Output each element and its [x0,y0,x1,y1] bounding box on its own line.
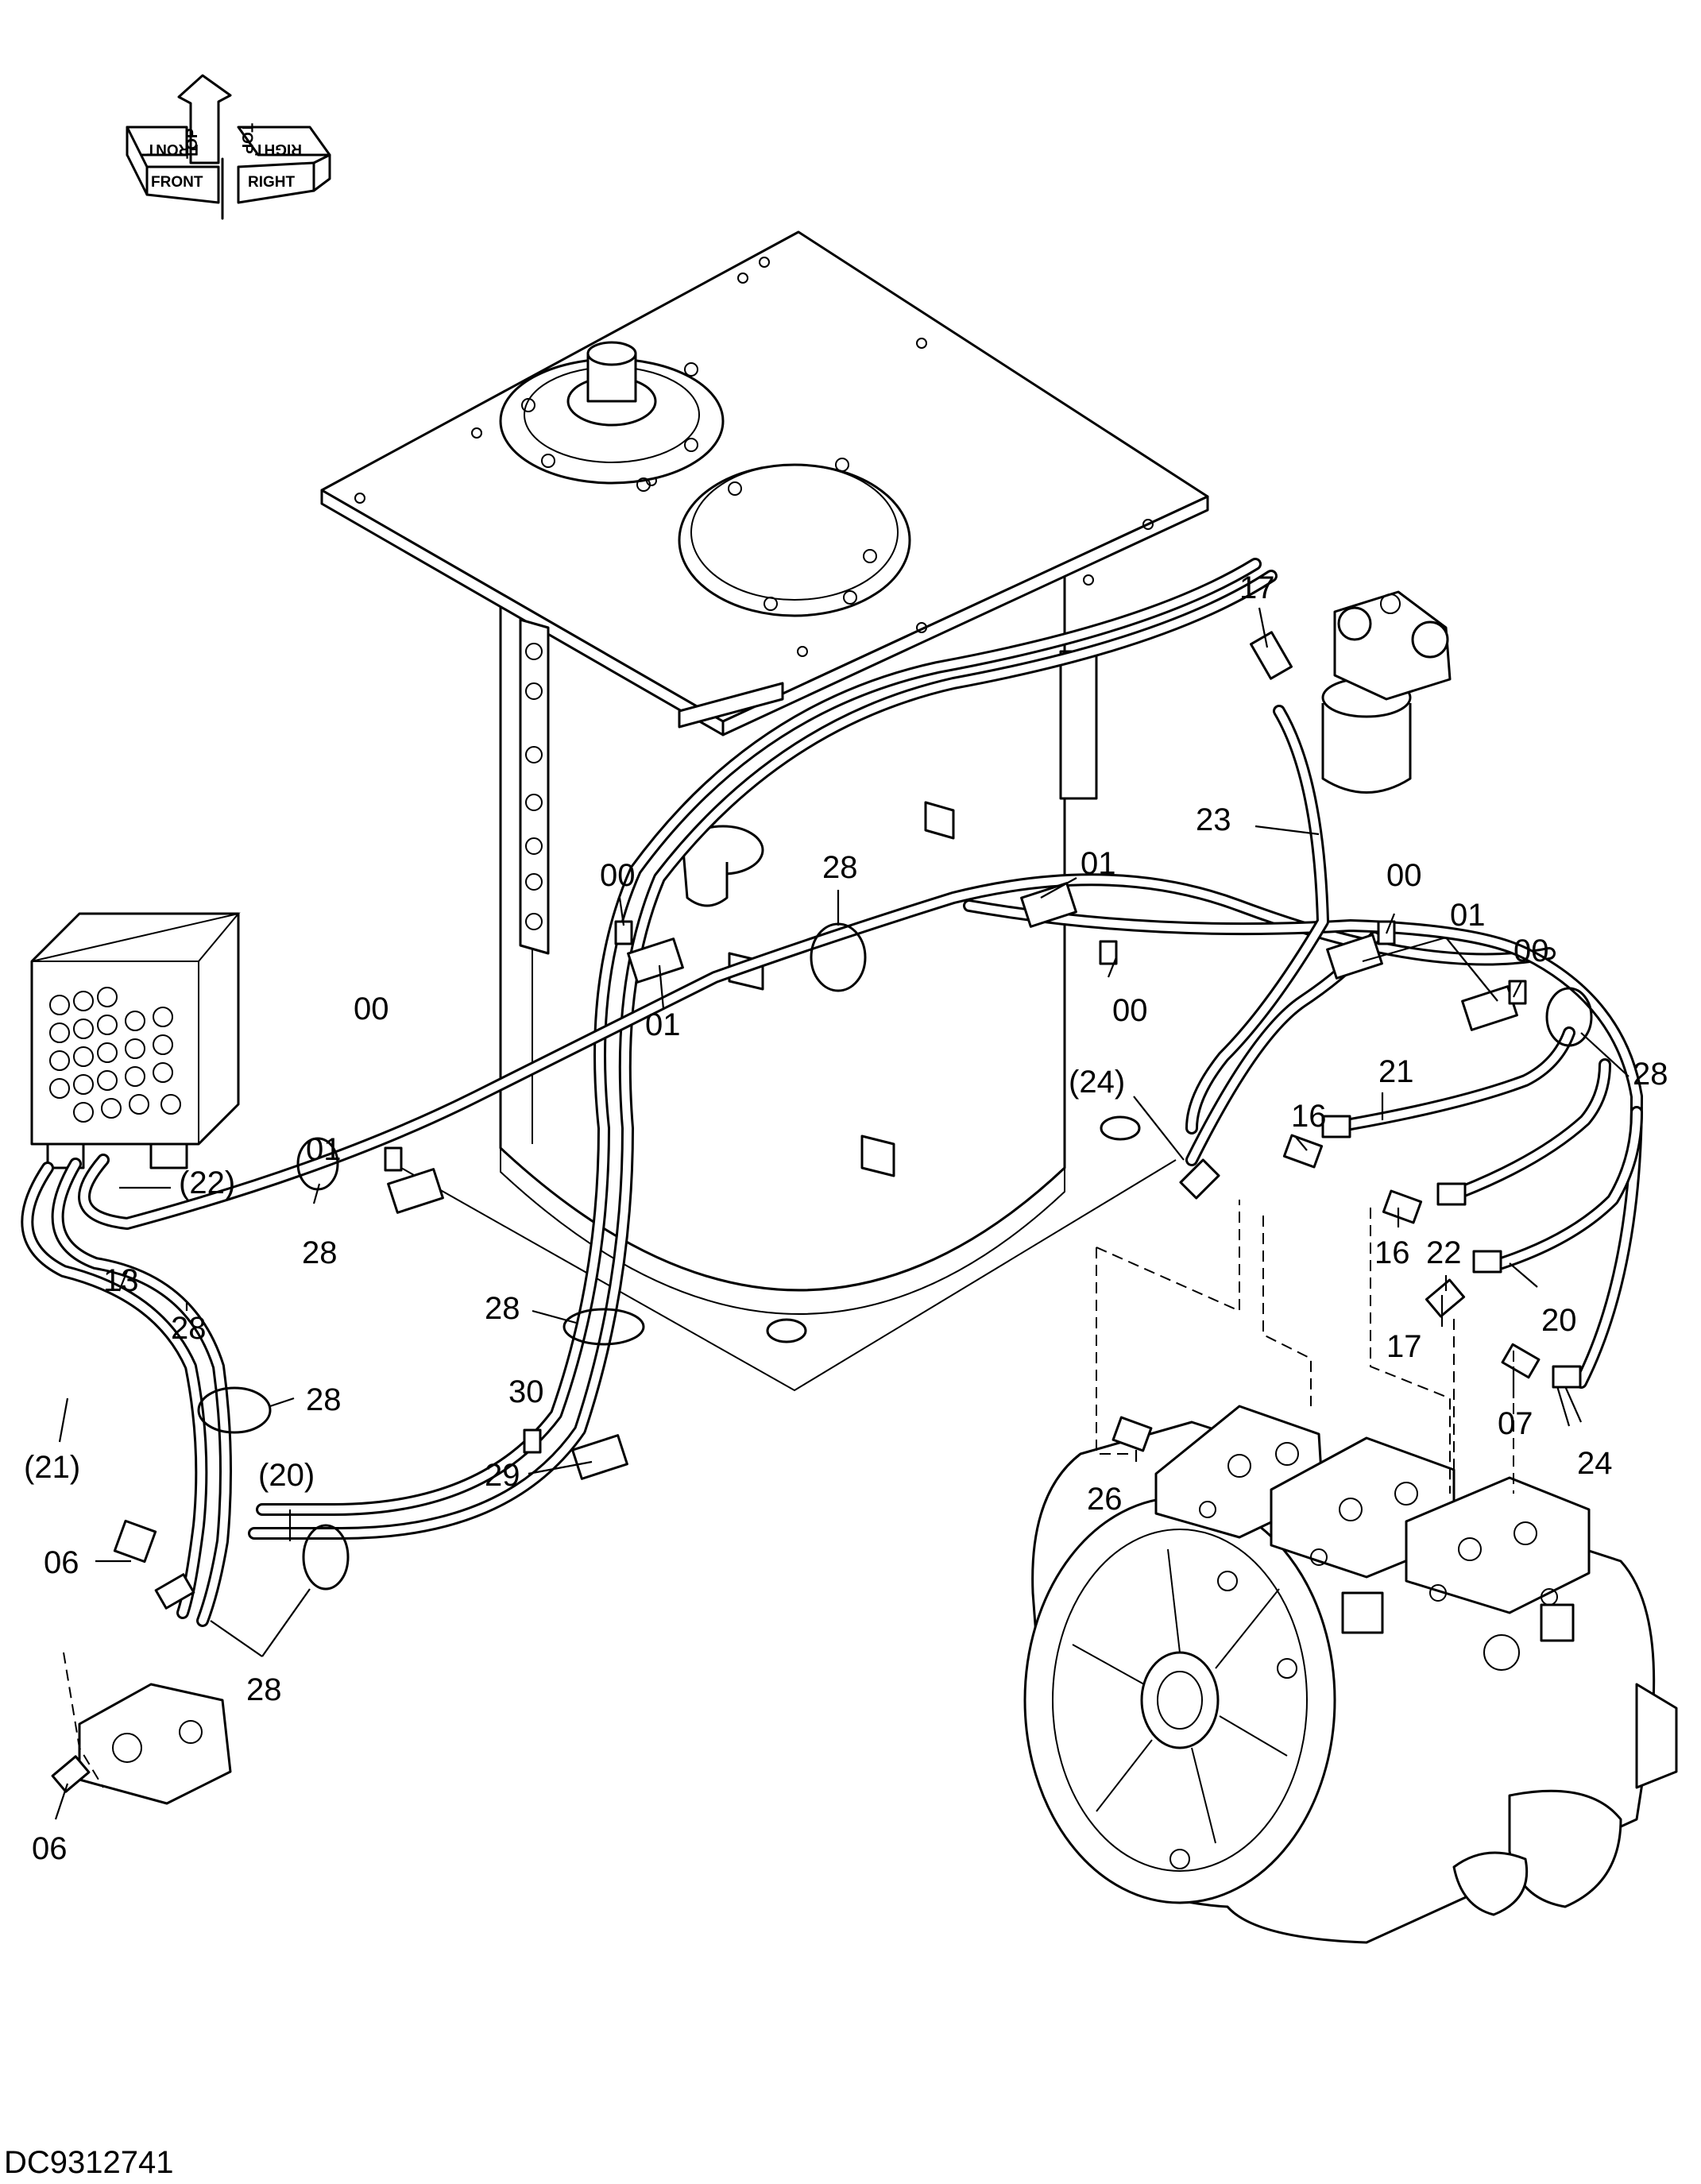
callout-28: 28 [1633,1057,1668,1092]
callout-21-reference: (21) [24,1450,80,1485]
orientation-label-front: FRONT [151,174,203,191]
leader-lines [54,607,1629,1820]
orientation-label-right: RIGHT [248,174,296,191]
callout-26: 26 [1087,1482,1123,1517]
callout-01: 01 [306,1132,342,1167]
callout-23: 23 [1196,802,1231,837]
orientation-indicator: FRONT RIGHT TOP FRONT TOP RIGHT [126,74,331,220]
callout-06: 06 [32,1831,68,1866]
orientation-label-top: TOP [184,128,201,159]
callout-20: 20 [1541,1303,1577,1338]
callout-01: 01 [1081,846,1116,881]
callout-00: 00 [354,991,389,1026]
callout-22: 22 [1426,1235,1462,1270]
drawing-code: DC9312741 [4,2145,174,2180]
callout-20-reference: (20) [258,1458,315,1493]
callout-06: 06 [44,1545,79,1580]
callout-00: 00 [1386,858,1422,893]
callout-labels: 17 23 01 00 01 00 28 00 01 00 00 01 21 (… [24,570,1668,1866]
callout-28: 28 [822,850,858,885]
hydraulic-tank [320,230,1209,1392]
callout-16: 16 [1374,1235,1410,1270]
callout-01: 01 [645,1007,681,1042]
callout-28: 28 [306,1382,342,1417]
callout-29: 29 [485,1458,520,1493]
orientation-label-right-mirrored: RIGHT [255,141,303,157]
callout-28: 28 [302,1235,338,1270]
callout-00: 00 [1514,934,1549,968]
main-pump [1023,1405,1678,1944]
callout-21: 21 [1378,1054,1414,1089]
callout-24-reference: (24) [1069,1065,1125,1100]
callout-17: 17 [1239,570,1275,605]
callout-22-reference: (22) [179,1165,235,1200]
callout-24: 24 [1577,1446,1613,1481]
callout-17: 17 [1386,1329,1422,1364]
orientation-label-front-mirrored: FRONT [146,141,199,157]
callout-13: 13 [103,1263,139,1298]
callout-16: 16 [1291,1099,1327,1134]
callout-00: 00 [1112,993,1148,1028]
orientation-label-top-mirrored: TOP [238,123,255,154]
line-filter [1321,590,1452,794]
callout-00: 00 [600,858,636,893]
callout-30: 30 [508,1374,544,1409]
valve-block [30,912,241,1169]
callout-28: 28 [171,1311,207,1346]
callout-01: 01 [1450,898,1486,933]
callout-28: 28 [485,1291,520,1326]
callout-28: 28 [246,1672,282,1707]
callout-07: 07 [1498,1406,1533,1441]
hoses [21,558,1643,1627]
